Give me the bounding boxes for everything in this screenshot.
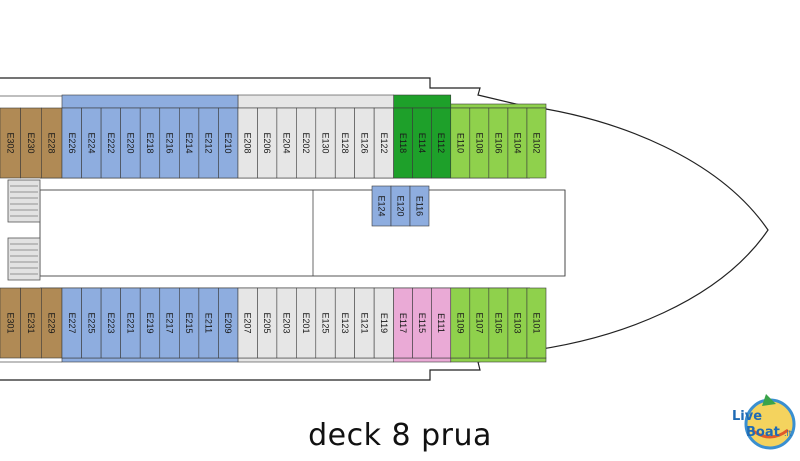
central-area	[39, 189, 566, 277]
cabin-label-e216: E216	[165, 132, 175, 153]
cabin-label-e208: E208	[243, 132, 253, 153]
cabin-e116[interactable]	[409, 185, 430, 227]
cabin-label-e202: E202	[301, 132, 311, 153]
lower-green-balcony	[450, 357, 547, 363]
cabin-label-e215: E215	[184, 312, 194, 333]
cabin-label-e105: E105	[493, 312, 503, 333]
upper-cabin-row: E302 E230 E228 E226 E224 E222 E220 E218 E216 E214…	[0, 94, 547, 179]
cabin-label-e218: E218	[145, 132, 155, 153]
cabin-label-e128: E128	[340, 132, 350, 153]
cabin-label-e111: E111	[436, 313, 446, 333]
cabin-label-e122: E122	[379, 132, 389, 153]
cabin-label-e110: E110	[455, 133, 465, 153]
cabin-label-e211: E211	[204, 313, 214, 333]
cabin-e102[interactable]	[526, 107, 547, 179]
upper-blue-balcony	[61, 94, 239, 109]
cabin-label-e230: E230	[26, 132, 36, 153]
cabin-label-e212: E212	[204, 132, 214, 153]
cabin-label-e107: E107	[474, 312, 484, 333]
cabin-label-e102: E102	[531, 132, 541, 153]
cabin-label-e209: E209	[223, 312, 233, 333]
cabin-label-e205: E205	[262, 312, 272, 333]
inner-cabin-row: E124 E120 E116	[371, 185, 430, 227]
cabin-label-e126: E126	[359, 132, 369, 153]
logo-text-line1: Live	[732, 409, 762, 424]
cabin-label-e203: E203	[282, 312, 292, 333]
cabin-label-e226: E226	[67, 132, 77, 153]
cabin-label-e106: E106	[493, 132, 503, 153]
cabin-label-e121: E121	[359, 312, 369, 333]
upper-green-balcony	[450, 103, 547, 109]
cabin-label-e108: E108	[474, 132, 484, 153]
lower-cabin-row: E301 E231 E229 E227 E225 E223 E221 E219 E217 E215…	[0, 287, 547, 363]
cabin-label-e120: E120	[396, 195, 406, 216]
cabin-label-e224: E224	[86, 132, 96, 153]
cabin-label-e221: E221	[125, 312, 135, 333]
cabin-label-e201: E201	[301, 312, 311, 333]
cabin-label-e104: E104	[512, 132, 522, 153]
logo-text-suffix: .it	[784, 429, 792, 438]
cabin-label-e130: E130	[321, 132, 331, 153]
liveboat-logo: Live Boat .it	[732, 394, 796, 450]
upper-light-balcony	[237, 94, 394, 109]
cabin-label-e214: E214	[184, 132, 194, 153]
cabin-label-e207: E207	[243, 312, 253, 333]
cabin-label-e219: E219	[145, 312, 155, 333]
cabin-label-e124: E124	[377, 195, 387, 216]
cabin-label-e228: E228	[47, 132, 57, 153]
upper-darkgreen-balcony	[393, 94, 452, 109]
cabin-label-e125: E125	[321, 312, 331, 333]
cabin-label-e115: E115	[417, 313, 427, 333]
aft-bulkhead	[0, 95, 62, 363]
cabin-label-e112: E112	[436, 133, 446, 153]
cabin-label-e117: E117	[398, 313, 408, 333]
stairwell	[7, 179, 41, 281]
cabin-label-e227: E227	[67, 312, 77, 333]
cabin-label-e123: E123	[340, 312, 350, 333]
cabin-label-e210: E210	[223, 132, 233, 153]
lower-light-balcony	[237, 357, 394, 363]
cabin-label-e217: E217	[165, 312, 175, 333]
cabin-label-e225: E225	[86, 312, 96, 333]
cabin-label-e220: E220	[125, 132, 135, 153]
cabin-label-e229: E229	[47, 312, 57, 333]
lower-pink-balcony	[393, 357, 452, 363]
cabin-label-e301: E301	[5, 312, 15, 333]
cabin-label-e109: E109	[455, 312, 465, 333]
cabin-e101[interactable]	[526, 287, 547, 359]
cabin-label-e302: E302	[5, 132, 15, 153]
cabin-label-e114: E114	[417, 133, 427, 153]
cabin-label-e101: E101	[531, 312, 541, 333]
cabin-label-e204: E204	[282, 132, 292, 153]
cabin-label-e222: E222	[106, 132, 116, 153]
cabin-label-e116: E116	[415, 196, 425, 216]
deck-caption: deck 8 prua	[308, 418, 492, 453]
cabin-label-e206: E206	[262, 132, 272, 153]
cabin-label-e119: E119	[379, 313, 389, 333]
logo-text-line2: Boat	[746, 425, 780, 440]
cabin-label-e118: E118	[398, 133, 408, 153]
cabin-label-e223: E223	[106, 312, 116, 333]
cabin-label-e103: E103	[512, 312, 522, 333]
lower-blue-balcony	[61, 357, 239, 363]
cabin-label-e231: E231	[26, 312, 36, 333]
